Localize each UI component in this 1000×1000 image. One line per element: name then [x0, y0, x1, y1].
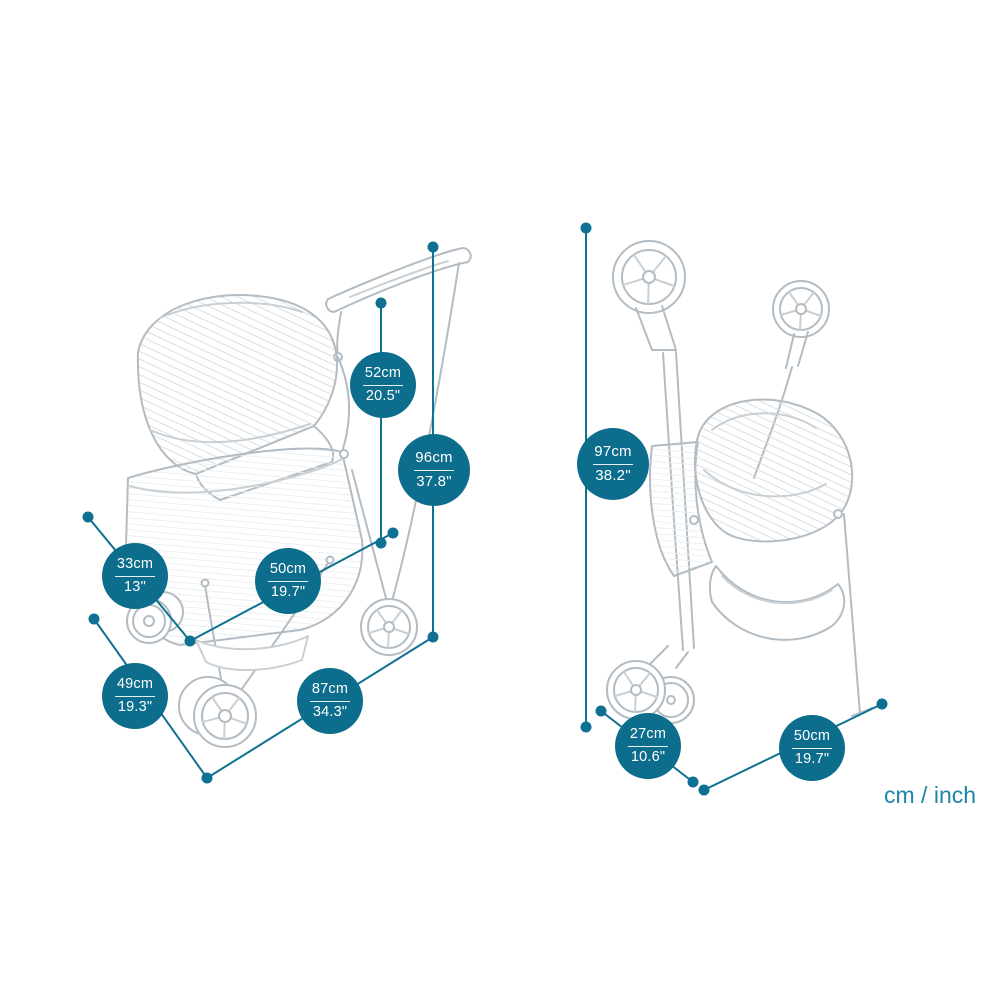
badge-divider	[593, 463, 633, 465]
unit-legend: cm / inch	[884, 782, 977, 808]
wheel	[178, 676, 257, 748]
badge-cm-value: 27cm	[629, 725, 667, 742]
badge-cm-value: 50cm	[793, 727, 831, 744]
wheel	[606, 660, 666, 720]
badge-divider	[115, 695, 155, 697]
badge-87cm-base-length: 87cm 34.3"	[297, 668, 363, 734]
badge-inch-value: 10.6"	[630, 748, 666, 765]
badge-divider	[115, 575, 155, 577]
badge-divider	[414, 469, 454, 471]
badge-96cm-overall-height: 96cm 37.8"	[398, 434, 470, 506]
badge-inch-value: 13"	[124, 578, 146, 595]
badge-52cm-handle-height: 52cm 20.5"	[350, 352, 416, 418]
badge-divider	[363, 384, 403, 386]
badge-cm-value: 96cm	[415, 449, 453, 466]
badge-50cm-folded-width: 50cm 19.7"	[779, 715, 845, 781]
badge-divider	[628, 745, 668, 747]
badge-cm-value: 50cm	[269, 560, 307, 577]
badge-cm-value: 87cm	[311, 680, 349, 697]
badge-49cm-base-width: 49cm 19.3"	[102, 663, 168, 729]
wheel	[772, 280, 830, 338]
badge-inch-value: 37.8"	[416, 472, 452, 490]
badge-97cm-folded-height: 97cm 38.2"	[577, 428, 649, 500]
badge-inch-value: 19.7"	[270, 583, 306, 600]
badge-33cm-basket-width: 33cm 13"	[102, 543, 168, 609]
folded-stroller-illustration	[606, 240, 873, 724]
badge-inch-value: 20.5"	[365, 387, 401, 404]
badge-inch-value: 19.3"	[117, 698, 153, 715]
badge-inch-value: 34.3"	[312, 703, 348, 720]
badge-divider	[310, 700, 350, 702]
badge-inch-value: 38.2"	[595, 466, 631, 484]
badge-divider	[792, 747, 832, 749]
badge-divider	[268, 580, 308, 582]
badge-27cm-folded-depth: 27cm 10.6"	[615, 713, 681, 779]
badge-inch-value: 19.7"	[794, 750, 830, 767]
badge-cm-value: 52cm	[364, 364, 402, 381]
wheel	[360, 598, 418, 656]
badge-cm-value: 97cm	[594, 443, 632, 460]
badge-cm-value: 49cm	[116, 675, 154, 692]
badge-50cm-basket-length: 50cm 19.7"	[255, 548, 321, 614]
badge-cm-value: 33cm	[116, 555, 154, 572]
wheel	[612, 240, 686, 314]
